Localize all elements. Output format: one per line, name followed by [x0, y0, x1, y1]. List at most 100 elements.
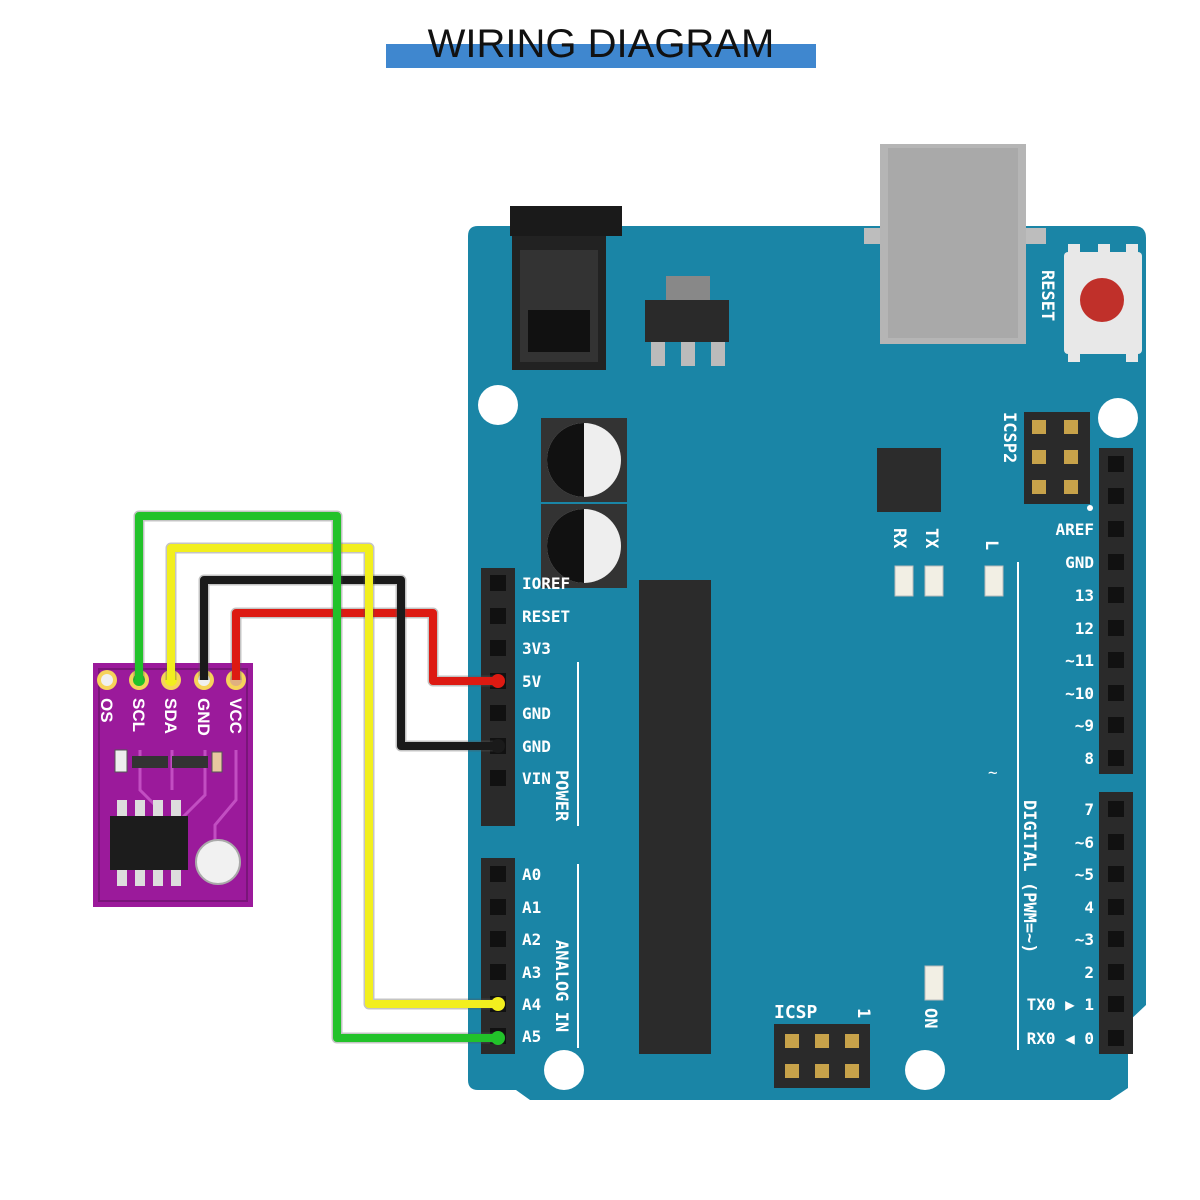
board-outline — [468, 226, 1146, 1100]
usb-controller-chip — [877, 448, 941, 512]
tx-led — [924, 565, 944, 597]
on-label: ON — [920, 1008, 940, 1028]
icsp-label: ICSP — [774, 1002, 818, 1023]
power-pin — [490, 640, 506, 656]
digital-pin — [1108, 488, 1124, 504]
analog-label: ANALOG IN — [551, 940, 571, 1032]
power-pin-label: RESET — [522, 607, 570, 626]
dc-power-jack — [510, 206, 622, 370]
digital-header-bottom — [1099, 792, 1133, 1054]
sensor-ic — [110, 800, 188, 886]
icsp-pin1-label: 1 — [853, 1008, 873, 1018]
black-wire-end — [491, 739, 505, 753]
voltage-regulator — [645, 276, 729, 366]
digital-pin-label: ~3 — [1075, 930, 1094, 949]
smd-component — [132, 756, 168, 768]
digital-pin — [1108, 750, 1124, 766]
rx-label: RX — [889, 528, 909, 549]
pin1-dot — [1087, 505, 1093, 511]
analog-pin-label: A2 — [522, 930, 541, 949]
digital-pin-label: 12 — [1075, 619, 1094, 638]
digital-pin — [1108, 521, 1124, 537]
capacitor — [541, 418, 627, 502]
reset-button[interactable] — [1064, 244, 1142, 362]
rx-led — [894, 565, 914, 597]
digital-label: DIGITAL (PWM=~) — [1019, 800, 1039, 954]
digital-pin-label: ~10 — [1065, 684, 1094, 703]
digital-pin-label: ~9 — [1075, 716, 1094, 735]
digital-pin — [1108, 717, 1124, 733]
mounting-hole — [478, 385, 518, 425]
digital-pin — [1108, 834, 1124, 850]
digital-pin-label: GND — [1065, 553, 1094, 572]
power-pin-label: 3V3 — [522, 639, 551, 658]
sensor-pin-label: VCC — [226, 698, 245, 734]
analog-pin — [490, 931, 506, 947]
mounting-hole — [1098, 398, 1138, 438]
digital-pin-label: 8 — [1084, 749, 1094, 768]
analog-pin-label: A0 — [522, 865, 541, 884]
black-wire — [200, 576, 498, 750]
on-led — [924, 965, 944, 1001]
power-pin-label: GND — [522, 737, 551, 756]
analog-pin — [490, 964, 506, 980]
digital-pin — [1108, 620, 1124, 636]
reset-label: RESET — [1037, 270, 1057, 321]
power-header — [481, 568, 515, 826]
digital-pin — [1108, 587, 1124, 603]
microcontroller-chip — [639, 580, 711, 1054]
power-pin-label: 5V — [522, 672, 542, 691]
sensor-pin-hole — [101, 674, 113, 686]
icsp2-label: ICSP2 — [999, 412, 1019, 463]
digital-pin — [1108, 866, 1124, 882]
digital-pin-label: 13 — [1075, 586, 1094, 605]
analog-pin — [490, 866, 506, 882]
icsp2-header — [1024, 412, 1090, 504]
power-pin-label: IOREF — [522, 574, 570, 593]
power-pin — [490, 575, 506, 591]
sensor-pin-label: GND — [194, 698, 213, 736]
digital-pin-label: TX0 ▶ 1 — [1027, 995, 1094, 1014]
digital-pin-label: ~5 — [1075, 865, 1094, 884]
digital-pin-label: 7 — [1084, 800, 1094, 819]
yellow-wire — [167, 544, 498, 1008]
digital-pin — [1108, 931, 1124, 947]
digital-pin — [1108, 964, 1124, 980]
sensor-pin-label: OS — [97, 698, 116, 723]
analog-pin-label: A4 — [522, 995, 541, 1014]
power-pin-label: GND — [522, 704, 551, 723]
power-pin-label: VIN — [522, 769, 551, 788]
arduino-board: RESET — [468, 144, 1146, 1100]
digital-pin-label: ~11 — [1065, 651, 1094, 670]
mounting-hole — [905, 1050, 945, 1090]
green-wire-end — [491, 1031, 505, 1045]
analog-pin-label: A1 — [522, 898, 541, 917]
digital-pin-label: ~6 — [1075, 833, 1094, 852]
digital-pin — [1108, 456, 1124, 472]
icsp-header — [774, 1024, 870, 1088]
digital-pin — [1108, 996, 1124, 1012]
digital-pin — [1108, 685, 1124, 701]
red-wire — [232, 609, 498, 685]
l-led — [984, 565, 1004, 597]
digital-pin — [1108, 652, 1124, 668]
digital-pin — [1108, 899, 1124, 915]
analog-header — [481, 858, 515, 1054]
green-wire — [135, 512, 498, 1042]
digital-tilde-mark: ~ — [988, 763, 998, 782]
smd-component — [172, 756, 208, 768]
digital-pin-label: RX0 ◀ 0 — [1027, 1029, 1094, 1048]
capacitor — [541, 504, 627, 588]
digital-pin — [1108, 801, 1124, 817]
usb-connector — [864, 144, 1046, 344]
diagram-title: WIRING DIAGRAM — [427, 22, 775, 66]
l-led-label: L — [981, 540, 1001, 550]
digital-pin-label: 2 — [1084, 963, 1094, 982]
analog-pin — [490, 899, 506, 915]
mounting-hole — [544, 1050, 584, 1090]
tx-label: TX — [921, 528, 941, 549]
digital-pin — [1108, 1030, 1124, 1046]
